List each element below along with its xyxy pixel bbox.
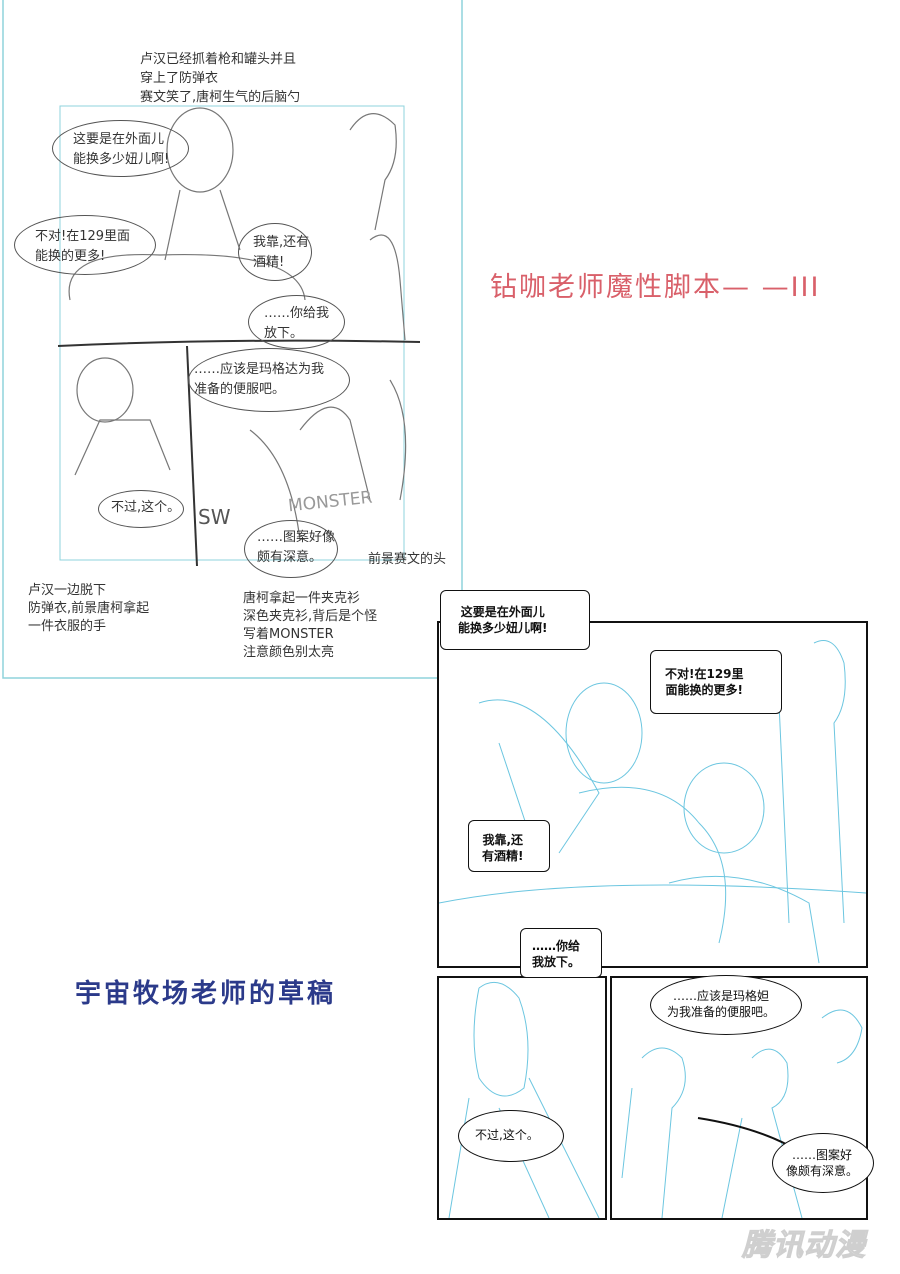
sketch-bubble-4-text: ……你给我 放下。	[264, 306, 330, 341]
comic-bubble-1-text: 这要是在外面儿 能换多少妞儿啊!	[458, 605, 548, 635]
comic-bubble-2-text: 不对!在129里 面能换的更多!	[665, 667, 744, 697]
comic-bubble-2	[650, 650, 782, 714]
comic-bubble-4-text: ……你给 我放下。	[532, 939, 581, 969]
comic-bubble-3	[468, 820, 550, 872]
sketch-bubble-1-text: 这要是在外面儿 能换多少妞儿啊!	[73, 132, 170, 167]
comic-bubble-6-text: 不过,这个。	[475, 1128, 539, 1142]
note-bottom-right: 唐柯拿起一件夹克衫 深色夹克衫,背后是个怪 写着MONSTER 注意颜色别太亮	[243, 591, 378, 660]
sketch-bubble-6-text: 不过,这个。	[111, 500, 181, 515]
panel-2-sketch	[448, 981, 600, 1218]
sketch-bubble-7-text: ……图案好像 颇有深意。	[257, 530, 336, 565]
sketch-bubble-3	[238, 223, 312, 281]
panel-divider-horizontal	[57, 339, 421, 347]
sketch-bubble-1	[52, 120, 189, 177]
comic-bubble-7	[772, 1133, 874, 1193]
sketch-lettering-sw: SW	[198, 505, 231, 529]
comic-bubble-5	[650, 975, 802, 1035]
note-top: 卢汉已经抓着枪和罐头并且 穿上了防弹衣 赛文笑了,唐柯生气的后脑勺	[140, 52, 301, 105]
sketch-bubble-5-text: ……应该是玛格达为我 准备的便服吧。	[194, 362, 325, 397]
comic-bubble-3-text: 我靠,还 有酒精!	[482, 833, 524, 863]
sketch-bubble-4	[248, 295, 345, 349]
outer-frame	[2, 0, 463, 679]
sketch-bubble-5	[188, 348, 350, 412]
comic-bubble-6	[458, 1110, 564, 1162]
sketch-bubble-6	[98, 490, 184, 528]
comic-bubble-4	[520, 928, 602, 978]
title-blue: 宇宙牧场老师的草稿	[75, 979, 337, 1009]
comic-bubble-7-text: ……图案好 像颇有深意。	[786, 1148, 859, 1178]
note-bottom-left: 卢汉一边脱下 防弹衣,前景唐柯拿起 一件衣服的手	[28, 583, 150, 634]
panel-3-sketch	[621, 1009, 863, 1218]
sketch-bubble-3-text: 我靠,还有 酒精!	[253, 235, 310, 270]
watermark-logo: 腾讯动漫	[742, 1228, 866, 1264]
title-red: 钻咖老师魔性脚本— —III	[490, 272, 821, 303]
panel-1-sketch	[439, 640, 866, 964]
sketch-bubble-2	[14, 215, 156, 275]
note-foreground-head: 前景赛文的头	[368, 552, 447, 567]
sketch-bubble-2-text: 不对!在129里面 能换的更多!	[35, 229, 131, 264]
comic-panel-2	[437, 976, 607, 1220]
sketch-bubble-7	[244, 520, 338, 578]
comic-bubble-5-text: ……应该是玛格妲 为我准备的便服吧。	[667, 989, 776, 1019]
comic-bubble-1	[440, 590, 590, 650]
